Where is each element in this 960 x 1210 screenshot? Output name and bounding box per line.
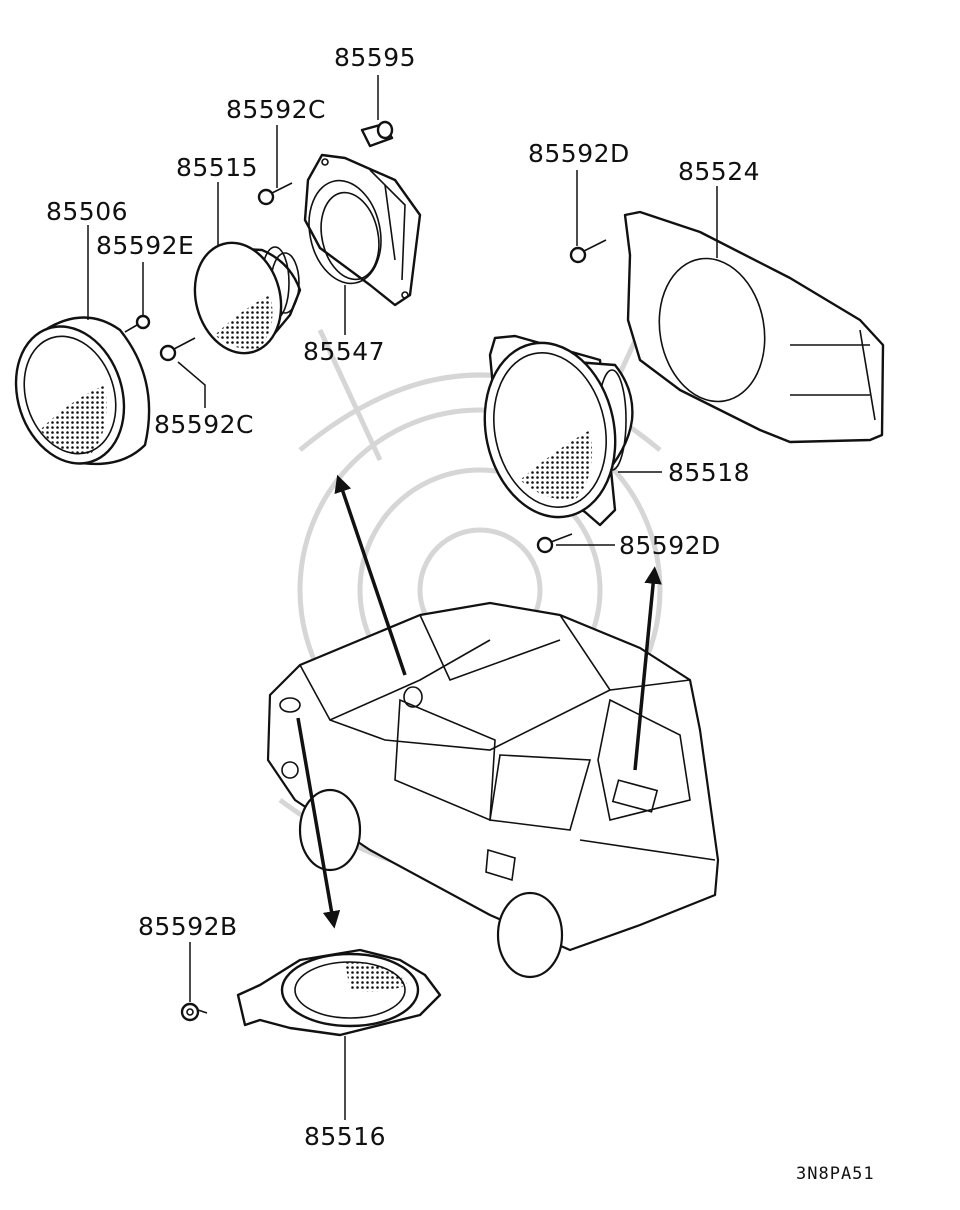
screw-85592c-top xyxy=(257,182,293,206)
label-85524: 85524 xyxy=(678,157,760,186)
bracket-plate-85524 xyxy=(623,210,885,444)
leader-lines xyxy=(87,75,718,1120)
label-85506: 85506 xyxy=(46,197,128,226)
bracket-85547 xyxy=(303,153,422,307)
label-85592c-top: 85592C xyxy=(226,95,326,124)
screw-85592c-bottom xyxy=(159,337,196,362)
vehicle-outline xyxy=(266,601,720,979)
location-arrows xyxy=(296,474,662,929)
screw-85592d-bottom xyxy=(536,533,573,554)
screw-85592e xyxy=(124,314,151,333)
label-85516: 85516 xyxy=(304,1122,386,1151)
label-85592e: 85592E xyxy=(96,231,194,260)
label-85595: 85595 xyxy=(334,43,416,72)
nut-85592b xyxy=(180,1002,208,1022)
label-85592d-top: 85592D xyxy=(528,139,630,168)
label-85547: 85547 xyxy=(303,337,385,366)
diagram-code: 3N8PA51 xyxy=(796,1164,875,1184)
label-85592c-bottom: 85592C xyxy=(154,410,254,439)
dome-speaker-85516 xyxy=(236,948,442,1037)
screw-85592d-top xyxy=(569,239,607,264)
label-85592b: 85592B xyxy=(138,912,238,941)
label-85515: 85515 xyxy=(176,153,258,182)
speaker-cover-85506 xyxy=(14,316,151,466)
speaker-85515 xyxy=(193,241,302,355)
part-labels: 85595 85592C 85515 85506 85592E 85547 85… xyxy=(46,43,875,1184)
clip-85595 xyxy=(360,120,394,148)
speaker-85518 xyxy=(483,334,634,527)
label-85518: 85518 xyxy=(668,458,750,487)
label-85592d-bottom: 85592D xyxy=(619,531,721,560)
